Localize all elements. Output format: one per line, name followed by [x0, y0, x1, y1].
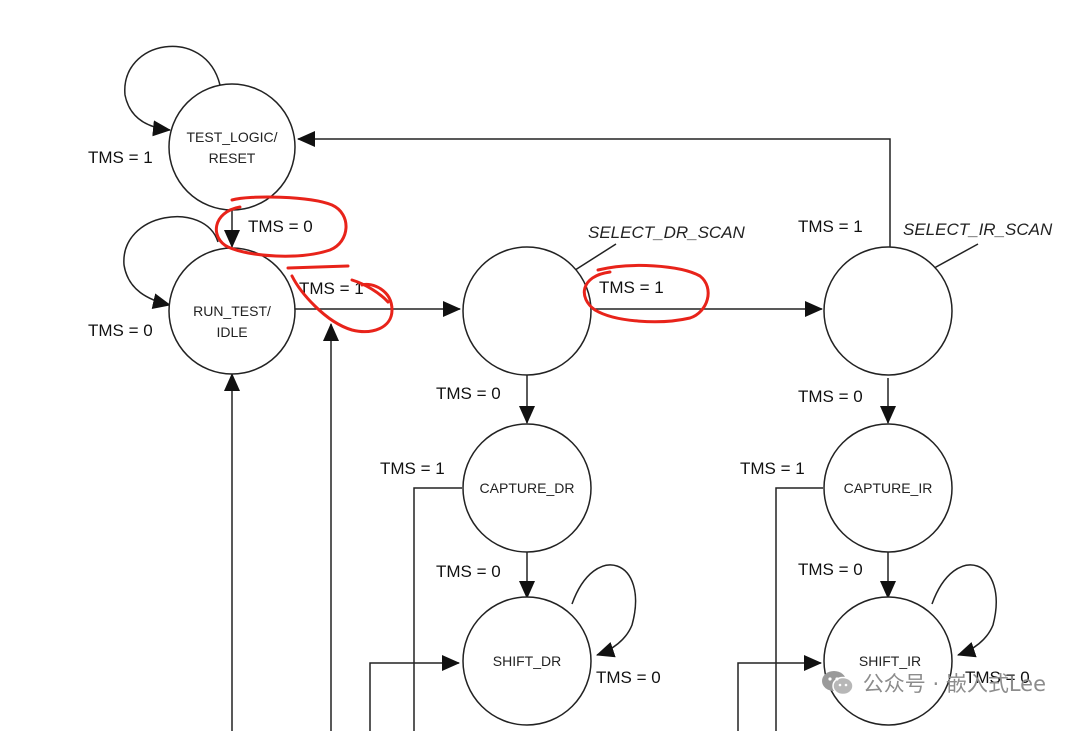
- select-ir-scan-annotation: SELECT_IR_SCAN: [903, 220, 1053, 239]
- state-label-idle-1: RUN_TEST/: [193, 303, 271, 319]
- state-label-shift-ir: SHIFT_IR: [859, 653, 921, 669]
- state-label-shift-dr: SHIFT_DR: [493, 653, 561, 669]
- return-to-shift-dr-arrow: [369, 655, 460, 731]
- idle-self-loop-arrow: [123, 215, 219, 310]
- state-label-capture-dr: CAPTURE_DR: [480, 480, 575, 496]
- tms-label-shift-ir-self: TMS = 0: [965, 668, 1030, 687]
- state-capture-ir: [823, 423, 953, 553]
- tms-label-reset-self: TMS = 1: [88, 148, 153, 167]
- capture-dr-exit-line: [413, 487, 462, 731]
- state-capture-dr: [462, 423, 592, 553]
- tms-label-capture-ir-exit: TMS = 1: [740, 459, 805, 478]
- watermark: 公众号 · 嵌入式Lee: [821, 668, 1046, 698]
- wechat-icon: [821, 671, 854, 696]
- reset-self-loop-arrow: [124, 45, 221, 137]
- shift-dr-self-loop-arrow: [571, 564, 637, 658]
- tms-label-idle-self: TMS = 0: [88, 321, 153, 340]
- state-test-logic-reset: [168, 83, 296, 211]
- state-label-reset-2: RESET: [209, 150, 256, 166]
- watermark-text: 公众号 · 嵌入式Lee: [862, 672, 1046, 696]
- tms-label-capture-dr-exit: TMS = 1: [380, 459, 445, 478]
- red-circle-reset-to-idle: [214, 195, 348, 258]
- tms-label-capture-ir-to-shift-ir: TMS = 0: [798, 560, 863, 579]
- state-select-ir-scan: [823, 246, 953, 376]
- tms-label-reset-to-idle: TMS = 0: [248, 217, 313, 236]
- red-circle-select-dr-to-select-ir: [582, 263, 710, 324]
- state-shift-dr: [462, 596, 592, 726]
- tms-label-capture-dr-to-shift-dr: TMS = 0: [436, 562, 501, 581]
- state-select-dr-scan: [462, 246, 592, 376]
- state-label-reset-1: TEST_LOGIC/: [186, 129, 277, 145]
- shift-ir-self-loop-arrow: [931, 564, 997, 658]
- capture-ir-exit-line: [775, 487, 823, 731]
- red-circle-idle-to-select-dr: [286, 264, 394, 334]
- state-shift-ir: [823, 596, 953, 726]
- tms-label-select-ir-to-capture-ir: TMS = 0: [798, 387, 863, 406]
- tms-label-select-dr-to-select-ir: TMS = 1: [599, 278, 664, 297]
- select-dr-scan-annotation: SELECT_DR_SCAN: [588, 223, 746, 242]
- state-label-idle-2: IDLE: [216, 324, 247, 340]
- state-label-capture-ir: CAPTURE_IR: [844, 480, 933, 496]
- tms-label-select-dr-to-capture-dr: TMS = 0: [436, 384, 501, 403]
- tms-label-shift-dr-self: TMS = 0: [596, 668, 661, 687]
- select-ir-to-reset-arrow: [297, 131, 891, 247]
- return-to-shift-ir-arrow: [737, 655, 822, 731]
- tms-label-idle-to-select-dr: TMS = 1: [299, 279, 364, 298]
- tms-label-select-ir-to-reset: TMS = 1: [798, 217, 863, 236]
